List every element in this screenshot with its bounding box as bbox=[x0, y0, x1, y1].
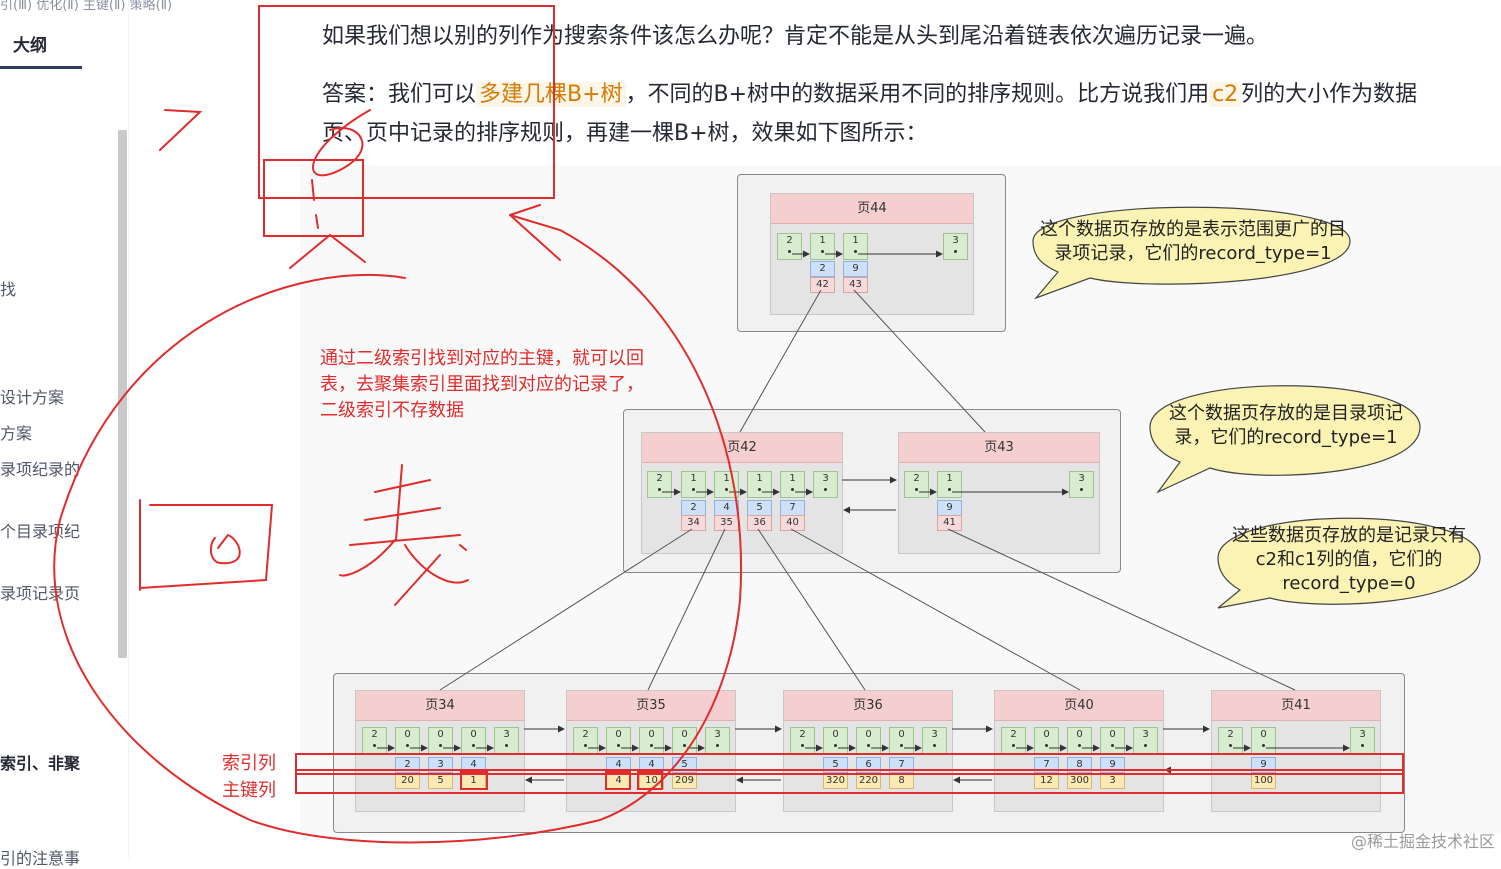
primary-key-cell: 12 bbox=[1034, 773, 1059, 789]
outline-sidebar: 引(Ⅲ) 优化(Ⅱ) 主键(Ⅱ) 策略(Ⅱ) 大纲 找 设计方案 方案 录项纪录… bbox=[0, 0, 172, 868]
handwritten-annotations bbox=[53, 109, 742, 844]
record: 1 bbox=[780, 471, 805, 498]
record-infimum: 2 bbox=[362, 727, 387, 754]
record: 1 bbox=[937, 471, 962, 498]
index-key-cell: 5 bbox=[747, 500, 772, 516]
record-chain-arrows bbox=[377, 250, 1350, 752]
callout-bubbles bbox=[1032, 206, 1481, 609]
record: 0 bbox=[856, 727, 881, 754]
outline-item[interactable]: 设计方案 bbox=[0, 388, 65, 407]
record: 1 bbox=[681, 471, 706, 498]
outline-item[interactable]: 找 bbox=[0, 280, 17, 299]
red-highlight-boxes bbox=[258, 5, 1404, 794]
outline-item[interactable]: 方案 bbox=[0, 424, 33, 443]
record: 0 bbox=[428, 727, 453, 754]
record-supremum: 3 bbox=[1350, 727, 1375, 754]
article-paragraph-1: 如果我们想以别的列作为搜索条件该怎么办呢？肯定不能是从头到尾沿着链表依次遍历记录… bbox=[322, 24, 1269, 49]
record-infimum: 2 bbox=[777, 233, 802, 260]
bubble-root-text: 这个数据页存放的是表示范围更广的目录项记录，它们的record_type=1 bbox=[1040, 219, 1346, 264]
annotation-note: 通过二级索引找到对应的主键，就可以回表，去聚集索引里面找到对应的记录了，二级索引… bbox=[320, 348, 644, 421]
record: 1 bbox=[810, 233, 835, 260]
page-title: 页44 bbox=[771, 194, 973, 224]
p2-text-b: ，不同的B+树中的数据采用不同的排序规则。比方说我们用 bbox=[625, 82, 1210, 107]
record: 0 bbox=[395, 727, 420, 754]
article-paragraph-2: 答案：我们可以多建几棵B+树，不同的B+树中的数据采用不同的排序规则。比方说我们… bbox=[322, 76, 1417, 108]
record-infimum: 2 bbox=[904, 471, 929, 498]
bubble-internal-text: 这个数据页存放的是目录项记录，它们的record_type=1 bbox=[1169, 403, 1403, 448]
highlight-code-c2: c2 bbox=[1209, 82, 1242, 107]
page-title: 页34 bbox=[356, 691, 524, 721]
index-column-label: 索引列 bbox=[222, 753, 276, 774]
outline-heading: 大纲 bbox=[13, 36, 47, 56]
record-supremum: 3 bbox=[813, 471, 838, 498]
child-page-cell: 43 bbox=[843, 277, 868, 293]
outline-item-active[interactable]: 索引、非聚 bbox=[0, 754, 81, 773]
child-page-cell: 40 bbox=[780, 515, 805, 531]
record: 0 bbox=[461, 727, 486, 754]
page-title: 页40 bbox=[995, 691, 1163, 721]
record-supremum: 3 bbox=[494, 727, 519, 754]
watermark: @稀土掘金技术社区 bbox=[1350, 832, 1495, 851]
bubble-leaf-text: 这些数据页存放的是记录只有c2和c1列的值，它们的record_type=0 bbox=[1232, 525, 1466, 594]
record-supremum: 3 bbox=[1069, 471, 1094, 498]
record-infimum: 2 bbox=[790, 727, 815, 754]
child-page-cell: 42 bbox=[810, 277, 835, 293]
page-title: 页43 bbox=[899, 433, 1099, 463]
primary-key-column-label: 主键列 bbox=[222, 780, 276, 801]
page-link-arrows bbox=[524, 476, 1210, 784]
primary-key-cell: 20 bbox=[395, 773, 420, 789]
record-infimum: 2 bbox=[573, 727, 598, 754]
highlight-code-btrees: 多建几棵B+树 bbox=[476, 82, 626, 107]
outline-item[interactable]: 录项纪录的 bbox=[0, 460, 81, 479]
index-key-cell: 2 bbox=[810, 261, 835, 277]
index-key-cell: 9 bbox=[843, 261, 868, 277]
record-infimum: 2 bbox=[1218, 727, 1243, 754]
p2-text-a: 答案：我们可以 bbox=[322, 82, 477, 107]
record: 1 bbox=[843, 233, 868, 260]
page-title: 页36 bbox=[784, 691, 952, 721]
tree-pointer-lines bbox=[439, 289, 1296, 691]
record: 0 bbox=[1034, 727, 1059, 754]
record-supremum: 3 bbox=[922, 727, 947, 754]
outline-tab-indicator bbox=[0, 66, 82, 69]
record: 0 bbox=[606, 727, 631, 754]
child-page-cell: 34 bbox=[681, 515, 706, 531]
sidebar-scrollbar[interactable] bbox=[118, 130, 127, 658]
article-paragraph-3: 页、页中记录的排序规则，再建一棵B+树，效果如下图所示： bbox=[322, 121, 928, 146]
outline-item[interactable]: 录项记录页 bbox=[0, 584, 81, 603]
page-title: 页41 bbox=[1212, 691, 1380, 721]
record: 0 bbox=[889, 727, 914, 754]
outline-item[interactable]: 个目录项纪 bbox=[0, 522, 81, 541]
record: 1 bbox=[747, 471, 772, 498]
page-title: 页42 bbox=[642, 433, 842, 463]
record-supremum: 3 bbox=[943, 233, 968, 260]
record-infimum: 2 bbox=[647, 471, 672, 498]
sidebar-tag-row[interactable]: 引(Ⅲ) 优化(Ⅱ) 主键(Ⅱ) 策略(Ⅱ) bbox=[0, 0, 173, 13]
p2-text-c: 列的大小作为数据 bbox=[1241, 82, 1418, 107]
child-page-cell: 41 bbox=[937, 515, 962, 531]
